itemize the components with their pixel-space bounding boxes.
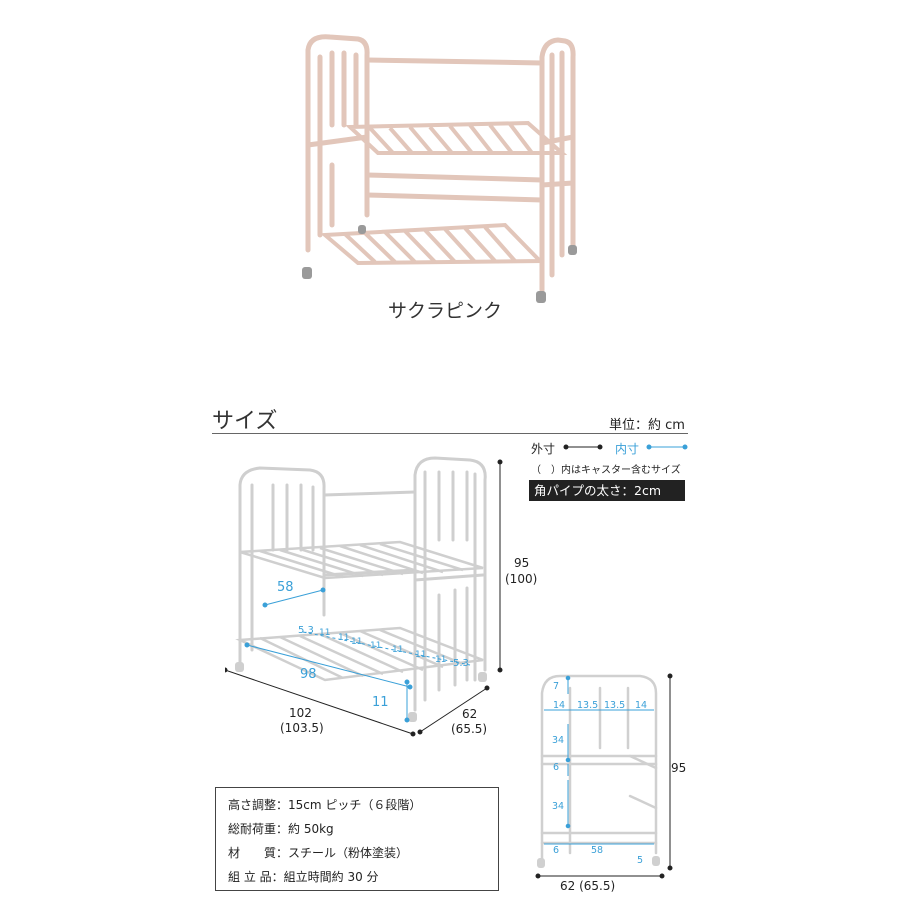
pitch-4: 11 xyxy=(370,641,382,651)
spec-box: 高さ調整：15cm ピッチ（６段階） 総耐荷重：約 50kg 材 質：スチール（… xyxy=(215,787,499,891)
side-mid-gap: 6 xyxy=(553,762,560,773)
inner-depth-dim: 58 xyxy=(277,580,294,595)
side-bottom-left: 6 xyxy=(553,845,560,856)
side-top-gap: 7 xyxy=(553,681,560,692)
depth-caster-dim: (65.5) xyxy=(451,722,488,736)
section-divider xyxy=(212,433,688,434)
side-bottom-right: 5 xyxy=(637,855,644,866)
pipe-thickness-label: 角パイプの太さ：2cm xyxy=(529,480,685,501)
spec-value: スチール（粉体塗装） xyxy=(288,846,409,860)
pitch-end-left: 5.3 xyxy=(298,625,314,636)
color-name-label: サクラピンク xyxy=(388,300,503,322)
spec-row-load: 総耐荷重：約 50kg xyxy=(228,820,334,837)
side-col-d: 14 xyxy=(635,700,648,711)
main-dimension-drawing xyxy=(225,456,503,737)
depth-dim: 62 xyxy=(462,707,478,721)
inner-dim-label: 内寸 xyxy=(615,442,640,456)
outer-dim-line-icon xyxy=(563,444,603,450)
pitch-3: 11 xyxy=(351,637,363,647)
pitch-5: 11 xyxy=(392,645,404,655)
side-col-c: 13.5 xyxy=(604,700,626,711)
pitch-7: 11 xyxy=(435,655,447,665)
side-lower-height: 34 xyxy=(552,801,565,812)
pitch-1: 11 xyxy=(319,628,331,638)
side-dimension-drawing xyxy=(535,673,673,879)
pitch-2: 11 xyxy=(338,633,350,643)
spec-label: 組 立 品： xyxy=(228,870,284,884)
pitch-end-right: 5.3 xyxy=(453,658,469,669)
inner-dim-line-icon xyxy=(646,444,688,450)
spec-label: 材 質： xyxy=(228,846,289,860)
spec-row-assembly: 組 立 品：組立時間約 30 分 xyxy=(228,868,379,885)
spec-row-height: 高さ調整：15cm ピッチ（６段階） xyxy=(228,796,421,813)
size-section-title: サイズ xyxy=(212,409,278,434)
width-dim: 102 xyxy=(289,706,312,720)
spec-row-material: 材 質：スチール（粉体塗装） xyxy=(228,844,408,861)
side-col-b: 13.5 xyxy=(577,700,599,711)
inner-width-dim: 98 xyxy=(300,667,317,682)
side-total-depth: 62 (65.5) xyxy=(560,879,616,893)
spec-value: 約 50kg xyxy=(288,822,334,836)
unit-label: 単位：約 cm xyxy=(609,418,685,433)
height-caster-dim: (100) xyxy=(505,572,538,586)
caster-note: （ ）内はキャスター含むサイズ xyxy=(531,465,681,476)
spec-value: 15cm ピッチ（６段階） xyxy=(288,798,422,812)
width-caster-dim: (103.5) xyxy=(280,721,324,735)
height-dim: 95 xyxy=(514,556,530,570)
pitch-6: 11 xyxy=(415,650,427,660)
side-total-height: 95 xyxy=(671,761,687,775)
product-image-pink-rack xyxy=(302,34,577,303)
spec-label: 高さ調整： xyxy=(228,798,289,812)
spec-label: 総耐荷重： xyxy=(228,822,289,836)
side-upper-height: 34 xyxy=(552,735,565,746)
outer-dim-label: 外寸 xyxy=(531,442,556,456)
spec-value: 組立時間約 30 分 xyxy=(283,870,379,884)
inner-bottom-height-dim: 11 xyxy=(372,695,389,710)
side-col-a: 14 xyxy=(553,700,566,711)
side-bottom-inner: 58 xyxy=(591,845,604,856)
